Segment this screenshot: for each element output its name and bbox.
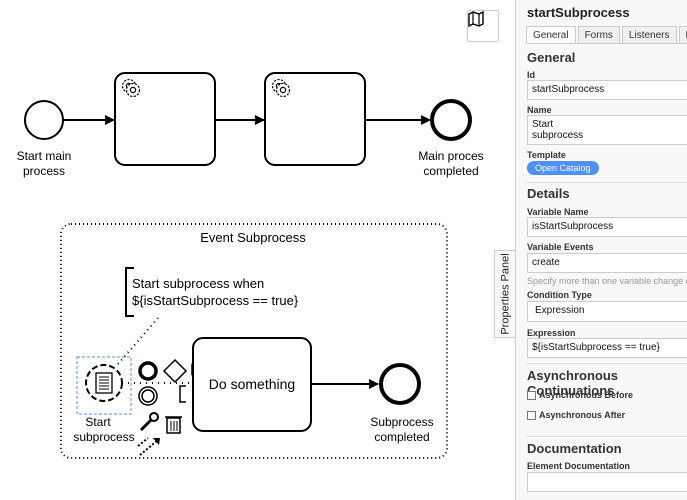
variable-events-label: Variable Events	[527, 242, 594, 252]
expression-input[interactable]: ${isStartSubprocess == true}	[527, 338, 687, 358]
variable-events-input[interactable]: create	[527, 253, 687, 273]
divider	[526, 436, 687, 437]
end-main-label-2: completed	[423, 164, 478, 178]
expression-label: Expression	[527, 328, 576, 338]
template-label: Template	[527, 150, 566, 160]
divider	[526, 363, 687, 364]
end-sub-label-2: completed	[374, 430, 429, 444]
async-before-label: Asynchronous Before	[539, 390, 634, 400]
text-annotation-bracket[interactable]	[125, 267, 134, 317]
variable-events-hint: Specify more than one variable change e	[527, 276, 687, 286]
map-icon	[468, 11, 484, 27]
name-label: Name	[527, 105, 552, 115]
element-doc-textarea[interactable]	[527, 472, 687, 492]
task-label: Do something	[209, 376, 295, 392]
append-end-event-icon[interactable]	[138, 361, 158, 381]
async-before-checkbox[interactable]: Asynchronous Before	[527, 390, 633, 400]
start-main-label-2: process	[23, 164, 65, 178]
open-catalog-button[interactable]: Open Catalog	[527, 161, 599, 175]
conditional-icon	[95, 372, 113, 394]
name-line-2: subprocess	[532, 130, 584, 141]
annotation-line-2: ${isStartSubprocess == true}	[132, 293, 299, 308]
variable-name-input[interactable]: isStartSubprocess	[527, 217, 687, 237]
tab-divider	[526, 43, 687, 44]
gear-icon	[125, 82, 141, 98]
checkbox-icon[interactable]	[527, 390, 536, 400]
start-sub-label: Start	[85, 415, 111, 429]
connect-arrow-icon[interactable]	[137, 437, 160, 456]
async-heading: Asynchronous Continuations	[527, 368, 619, 398]
general-heading: General	[527, 50, 576, 65]
tab-general[interactable]: General	[526, 26, 576, 44]
variable-name-label: Variable Name	[527, 207, 589, 217]
properties-toggle-label: Properties Panel	[499, 253, 512, 335]
selection-outline	[76, 356, 132, 415]
start-main-label: Start main	[17, 149, 72, 163]
trash-icon[interactable]	[165, 416, 182, 434]
panel-title: startSubprocess	[527, 5, 630, 20]
documentation-heading: Documentation	[527, 441, 622, 456]
association[interactable]	[117, 317, 159, 365]
element-doc-label: Element Documentation	[527, 461, 631, 471]
bpmn-canvas[interactable]: Start main process Main proces completed…	[0, 0, 516, 500]
async-after-label: Asynchronous After	[539, 410, 626, 420]
condition-type-select[interactable]: Expression	[527, 301, 687, 322]
id-input[interactable]: startSubprocess	[527, 80, 687, 100]
text-annotation-icon[interactable]	[179, 385, 186, 403]
properties-panel-toggle[interactable]: Properties Panel	[494, 250, 516, 338]
end-main-label: Main proces	[418, 149, 483, 163]
minimap-toggle-button[interactable]	[467, 10, 499, 42]
end-event-sub[interactable]	[379, 363, 421, 405]
intermediate-inner-ring	[141, 389, 155, 403]
gear-icon	[275, 82, 291, 98]
tab-listeners[interactable]: Listeners	[621, 26, 677, 44]
tab-extensions[interactable]: Exte	[678, 26, 687, 44]
end-sub-label: Subprocess	[370, 415, 433, 429]
divider	[526, 182, 687, 183]
append-gateway-icon[interactable]	[162, 358, 188, 384]
name-textarea[interactable]: Start subprocess	[527, 115, 687, 145]
start-event-main[interactable]	[24, 100, 64, 140]
tab-forms[interactable]: Forms	[577, 26, 620, 44]
details-heading: Details	[527, 186, 570, 201]
condition-type-label: Condition Type	[527, 290, 592, 300]
wrench-icon[interactable]	[139, 412, 159, 432]
end-event-main[interactable]	[430, 99, 472, 141]
id-label: Id	[527, 70, 535, 80]
checkbox-icon[interactable]	[527, 410, 536, 420]
panel-tabs: General Forms Listeners Exte	[526, 26, 687, 44]
annotation-line-1: Start subprocess when	[132, 276, 264, 291]
start-sub-label-2: subprocess	[73, 430, 134, 444]
name-line-1: Start	[532, 119, 554, 130]
diagram-svg: Start main process Main proces completed…	[17, 72, 484, 459]
subprocess-title: Event Subprocess	[200, 230, 306, 245]
async-after-checkbox[interactable]: Asynchronous After	[527, 410, 625, 420]
properties-panel: startSubprocess General Forms Listeners …	[515, 0, 687, 500]
